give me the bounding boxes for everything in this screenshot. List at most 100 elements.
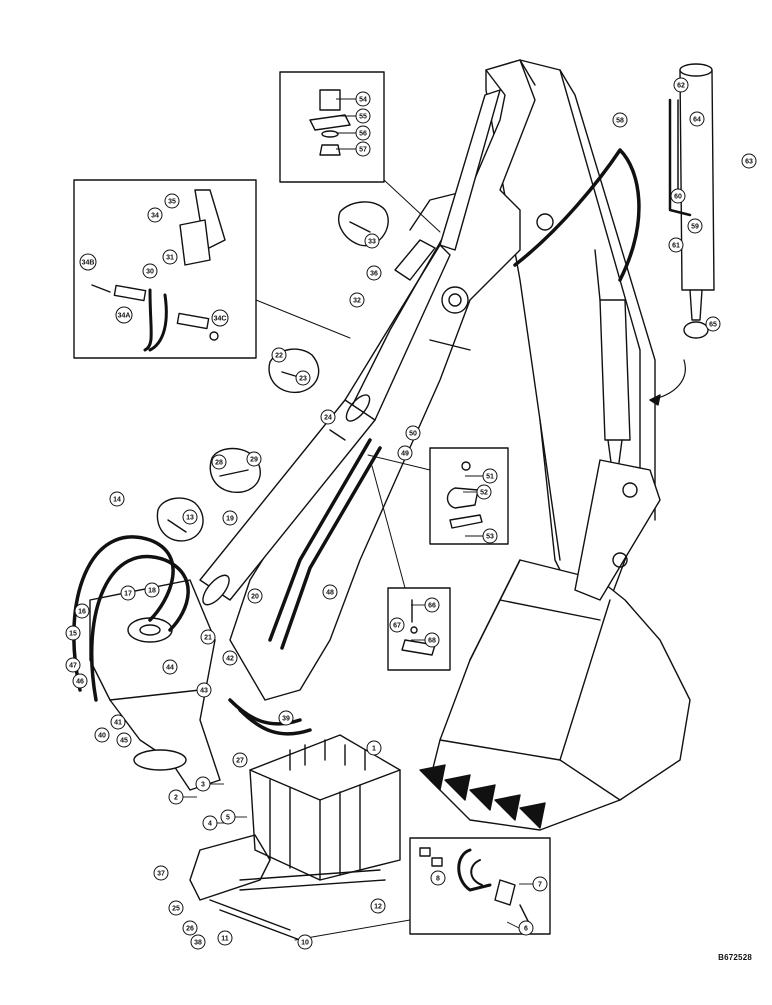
callout-label: 34A (118, 313, 131, 320)
callout-label: 52 (480, 490, 488, 497)
callout-label: 34C (214, 316, 227, 323)
callout-34c: 34C (211, 309, 229, 327)
callout-label: 34 (151, 213, 159, 220)
callout-label: 18 (148, 588, 156, 595)
callout-49: 49 (397, 445, 413, 461)
callout-label: 67 (393, 623, 401, 630)
callout-17: 17 (120, 585, 136, 601)
callout-48: 48 (322, 584, 338, 600)
callout-15: 15 (65, 625, 81, 641)
callout-label: 14 (113, 497, 121, 504)
callout-8: 8 (430, 870, 446, 886)
callout-47: 47 (65, 657, 81, 673)
callout-label: 4 (208, 821, 212, 828)
callout-24: 24 (320, 409, 336, 425)
callout-29: 29 (246, 451, 262, 467)
callout-label: 34B (82, 260, 95, 267)
callout-30: 30 (142, 263, 158, 279)
callout-label: 38 (194, 940, 202, 947)
callout-44: 44 (162, 659, 178, 675)
callout-37: 37 (153, 865, 169, 881)
bucket-linkage (574, 459, 661, 601)
callout-42: 42 (222, 650, 238, 666)
callout-label: 68 (428, 638, 436, 645)
callout-label: 40 (98, 733, 106, 740)
callout-label: 26 (186, 926, 194, 933)
callout-label: 51 (486, 474, 494, 481)
callout-66: 66 (411, 597, 440, 613)
callout-label: 17 (124, 591, 132, 598)
callout-label: 5 (226, 815, 230, 822)
callout-label: 3 (201, 782, 205, 789)
callout-19: 19 (222, 510, 238, 526)
callout-label: 15 (69, 631, 77, 638)
callout-label: 12 (374, 904, 382, 911)
callout-label: 45 (120, 738, 128, 745)
callout-38: 38 (190, 934, 206, 950)
callout-label: 30 (146, 269, 154, 276)
drawing-code: B672528 (718, 953, 752, 962)
callout-45: 45 (116, 732, 132, 748)
callout-label: 47 (69, 663, 77, 670)
inset-swing-cylinder-fittings (73, 179, 351, 359)
callout-1: 1 (366, 740, 382, 756)
callout-label: 48 (326, 590, 334, 597)
callout-label: 56 (359, 131, 367, 138)
callout-label: 10 (301, 940, 309, 947)
callout-label: 53 (486, 534, 494, 541)
callout-26: 26 (182, 920, 198, 936)
callout-28: 28 (211, 454, 227, 470)
callout-label: 35 (168, 199, 176, 206)
callout-58: 58 (612, 112, 628, 128)
callout-label: 59 (691, 224, 699, 231)
control-valve (189, 734, 401, 941)
callout-64: 64 (689, 111, 705, 127)
inset-fitting-33 (338, 201, 389, 247)
callout-16: 16 (74, 603, 90, 619)
callout-label: 66 (428, 603, 436, 610)
callout-label: 28 (215, 460, 223, 467)
callout-label: 61 (672, 243, 680, 250)
callout-label: 62 (677, 83, 685, 90)
callout-label: 44 (166, 665, 174, 672)
callout-18: 18 (144, 582, 160, 598)
callout-7: 7 (519, 876, 548, 892)
callout-label: 27 (236, 758, 244, 765)
callout-label: 25 (172, 906, 180, 913)
callout-62: 62 (673, 77, 689, 93)
callout-40: 40 (94, 727, 110, 743)
callout-20: 20 (247, 588, 263, 604)
callout-23: 23 (295, 370, 311, 386)
callout-label: 32 (353, 298, 361, 305)
callout-label: 29 (250, 457, 258, 464)
callout-34a: 34A (115, 306, 133, 324)
callout-12: 12 (370, 898, 386, 914)
callout-label: 31 (166, 255, 174, 262)
callout-11: 11 (217, 930, 233, 946)
callout-65: 65 (705, 316, 721, 332)
callout-35: 35 (164, 193, 180, 209)
callout-label: 39 (282, 716, 290, 723)
callout-46: 46 (72, 673, 88, 689)
callout-label: 65 (709, 322, 717, 329)
callout-34: 34 (147, 207, 163, 223)
callout-label: 24 (324, 415, 332, 422)
callout-label: 64 (693, 117, 701, 124)
callout-34b: 34B (79, 253, 97, 271)
inset-pipe-clamp (294, 837, 551, 941)
callout-label: 21 (204, 635, 212, 642)
callout-22: 22 (271, 347, 287, 363)
callout-67: 67 (389, 617, 405, 633)
callout-43: 43 (196, 682, 212, 698)
dipper-cylinder (594, 249, 631, 471)
callout-label: 22 (275, 353, 283, 360)
inset-clamp-28 (209, 447, 261, 493)
callout-31: 31 (162, 249, 178, 265)
callout-label: 33 (368, 239, 376, 246)
callout-59: 59 (687, 218, 703, 234)
callout-13: 13 (182, 509, 198, 525)
callout-label: 7 (538, 882, 542, 889)
callout-label: 13 (186, 515, 194, 522)
callout-63: 63 (741, 153, 757, 169)
